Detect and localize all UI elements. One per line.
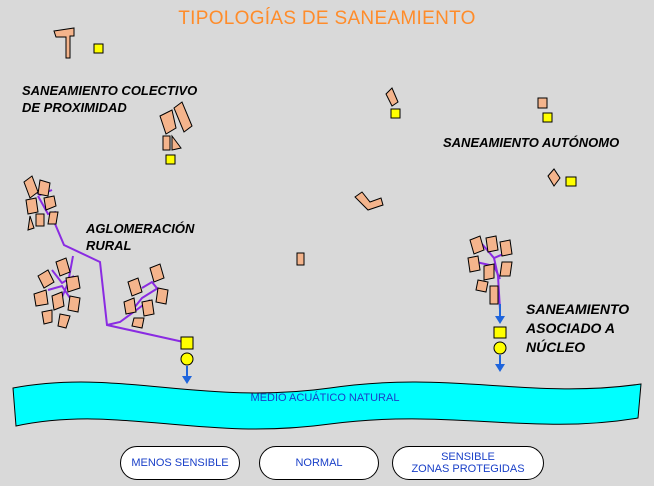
label-saneamiento-autonomo: SANEAMIENTO AUTÓNOMO [443, 134, 619, 151]
river [12, 381, 642, 430]
menos-sensible-text: MENOS SENSIBLE [131, 457, 229, 469]
treatment-circle-rural [180, 352, 194, 366]
building-group-colectivo-3 [385, 87, 399, 107]
label-colectivo-line2: DE PROXIMIDAD [22, 100, 127, 115]
river-label: MEDIO ACUÁTICO NATURAL [250, 392, 400, 404]
label-aglomeracion-line2: RURAL [86, 238, 132, 253]
treatment-square-colectivo-2 [165, 154, 176, 165]
building-cluster-rural-north [23, 175, 59, 231]
label-autonomo-text: SANEAMIENTO AUTÓNOMO [443, 135, 620, 150]
building-group-colectivo-2 [159, 101, 193, 151]
discharge-arrow-rural [182, 376, 192, 384]
treatment-square-colectivo-3 [390, 108, 401, 119]
building-cluster-rural-southeast [123, 263, 169, 329]
label-nucleo-line3: NÚCLEO [526, 339, 586, 355]
building-cluster-nucleo [467, 235, 513, 305]
sensitivity-sensible-zonas-protegidas: SENSIBLE ZONAS PROTEGIDAS [392, 446, 544, 480]
label-colectivo-line1: SANEAMIENTO COLECTIVO [22, 83, 198, 98]
building-cluster-rural-southwest [33, 257, 81, 329]
collector-pipe-network [29, 185, 509, 344]
label-nucleo-line1: SANEAMIENTO [526, 301, 630, 317]
treatment-square-rural [180, 336, 194, 350]
normal-text: NORMAL [295, 457, 343, 469]
sensitivity-normal: NORMAL [259, 446, 379, 480]
treatment-square-nucleo [493, 326, 507, 339]
sensible-line1: SENSIBLE [441, 451, 495, 463]
sensible-line2: ZONAS PROTEGIDAS [411, 463, 525, 475]
label-aglomeracion-rural: AGLOMERACIÓN RURAL [86, 220, 194, 254]
building-group-autonomo-1 [537, 97, 548, 109]
label-nucleo-line2: ASOCIADO A [526, 320, 615, 336]
isolated-building-1 [354, 191, 384, 211]
discharge-arrow-nucleo [495, 364, 505, 372]
building-group-colectivo-1 [53, 27, 75, 59]
nucleo-outlet [493, 304, 507, 372]
diagram-title: TIPOLOGÍAS DE SANEAMIENTO [178, 8, 476, 29]
isolated-building-2 [296, 252, 305, 266]
treatment-square-autonomo-2 [565, 176, 577, 187]
treatment-square-autonomo-1 [542, 112, 553, 123]
label-saneamiento-colectivo: SANEAMIENTO COLECTIVO DE PROXIMIDAD [22, 82, 197, 116]
rural-outlet [180, 336, 194, 384]
treatment-circle-nucleo [493, 341, 507, 355]
label-saneamiento-nucleo: SANEAMIENTO ASOCIADO A NÚCLEO [526, 300, 629, 357]
label-aglomeracion-line1: AGLOMERACIÓN [86, 221, 195, 236]
building-group-autonomo-2 [547, 168, 561, 187]
sensitivity-menos-sensible: MENOS SENSIBLE [120, 446, 240, 480]
treatment-square-colectivo-1 [93, 43, 104, 54]
